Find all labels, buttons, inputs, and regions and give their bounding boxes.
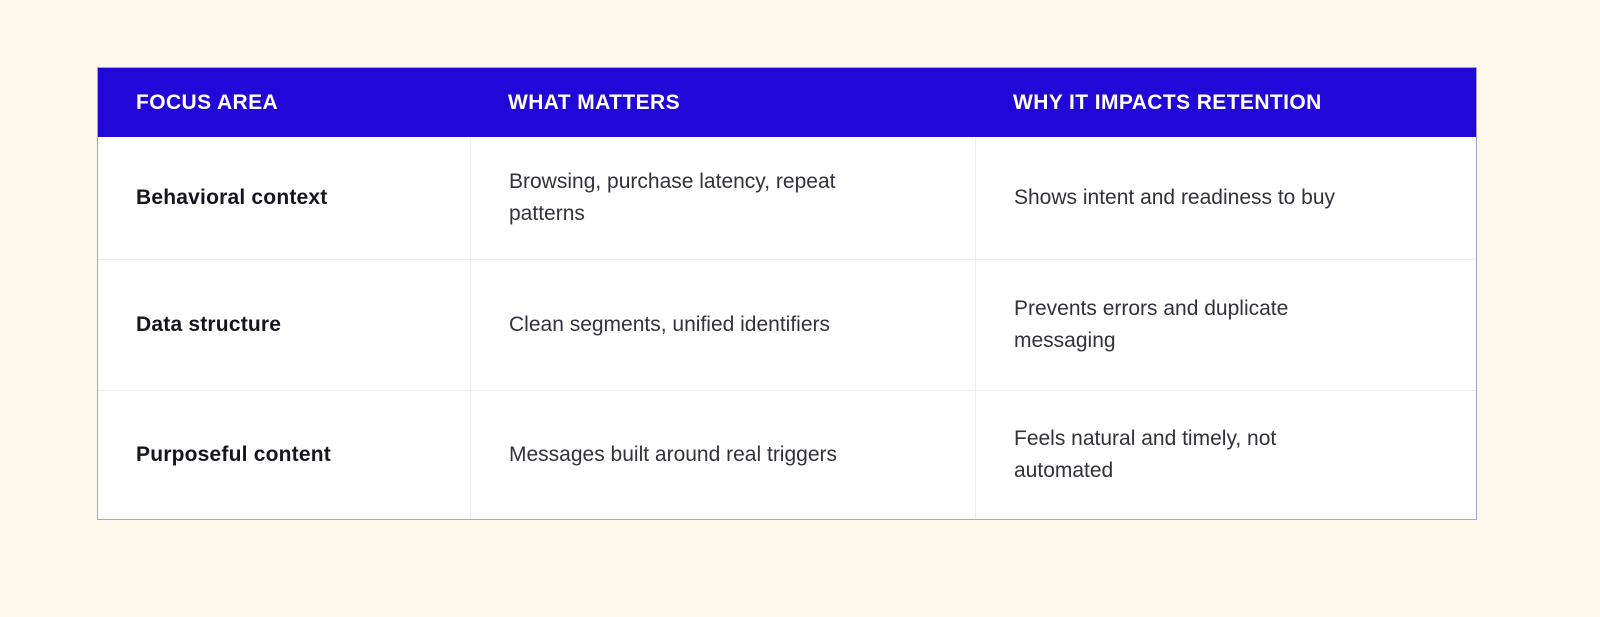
column-header-label: FOCUS AREA xyxy=(136,90,279,114)
cell-text: Messages built around real triggers xyxy=(509,443,838,466)
retention-focus-table: FOCUS AREA WHAT MATTERS WHY IT IMPACTS R… xyxy=(97,67,1477,520)
cell-text: Feels natural and timely, not automated xyxy=(1014,427,1277,482)
column-header-label: WHAT MATTERS xyxy=(508,90,680,114)
table-row-purposeful-content: Purposeful content Messages built around… xyxy=(98,390,1476,519)
cell-why-it-impacts-retention: Shows intent and readiness to buy xyxy=(975,137,1476,259)
cell-text: Prevents errors and duplicate messaging xyxy=(1014,297,1289,352)
cell-what-matters: Clean segments, unified identifiers xyxy=(470,260,975,390)
cell-text: Shows intent and readiness to buy xyxy=(1014,186,1336,209)
table-row-data-structure: Data structure Clean segments, unified i… xyxy=(98,259,1476,390)
column-header-what-matters: WHAT MATTERS xyxy=(470,68,975,137)
cell-text: Purposeful content xyxy=(136,443,331,466)
cell-text: Data structure xyxy=(136,313,282,336)
cell-focus-area: Behavioral context xyxy=(98,137,470,259)
cell-why-it-impacts-retention: Prevents errors and duplicate messaging xyxy=(975,260,1476,390)
column-header-label: WHY IT IMPACTS RETENTION xyxy=(1013,90,1322,114)
column-header-why-it-impacts-retention: WHY IT IMPACTS RETENTION xyxy=(975,68,1476,137)
table-row-behavioral-context: Behavioral context Browsing, purchase la… xyxy=(98,137,1476,259)
cell-text: Clean segments, unified identifiers xyxy=(509,313,831,336)
cell-focus-area: Purposeful content xyxy=(98,391,470,519)
cell-what-matters: Messages built around real triggers xyxy=(470,391,975,519)
table-header-row: FOCUS AREA WHAT MATTERS WHY IT IMPACTS R… xyxy=(98,68,1476,137)
column-header-focus-area: FOCUS AREA xyxy=(98,68,470,137)
cell-what-matters: Browsing, purchase latency, repeat patte… xyxy=(470,137,975,259)
cell-focus-area: Data structure xyxy=(98,260,470,390)
cell-text: Browsing, purchase latency, repeat patte… xyxy=(509,170,836,225)
cell-text: Behavioral context xyxy=(136,186,328,209)
cell-why-it-impacts-retention: Feels natural and timely, not automated xyxy=(975,391,1476,519)
